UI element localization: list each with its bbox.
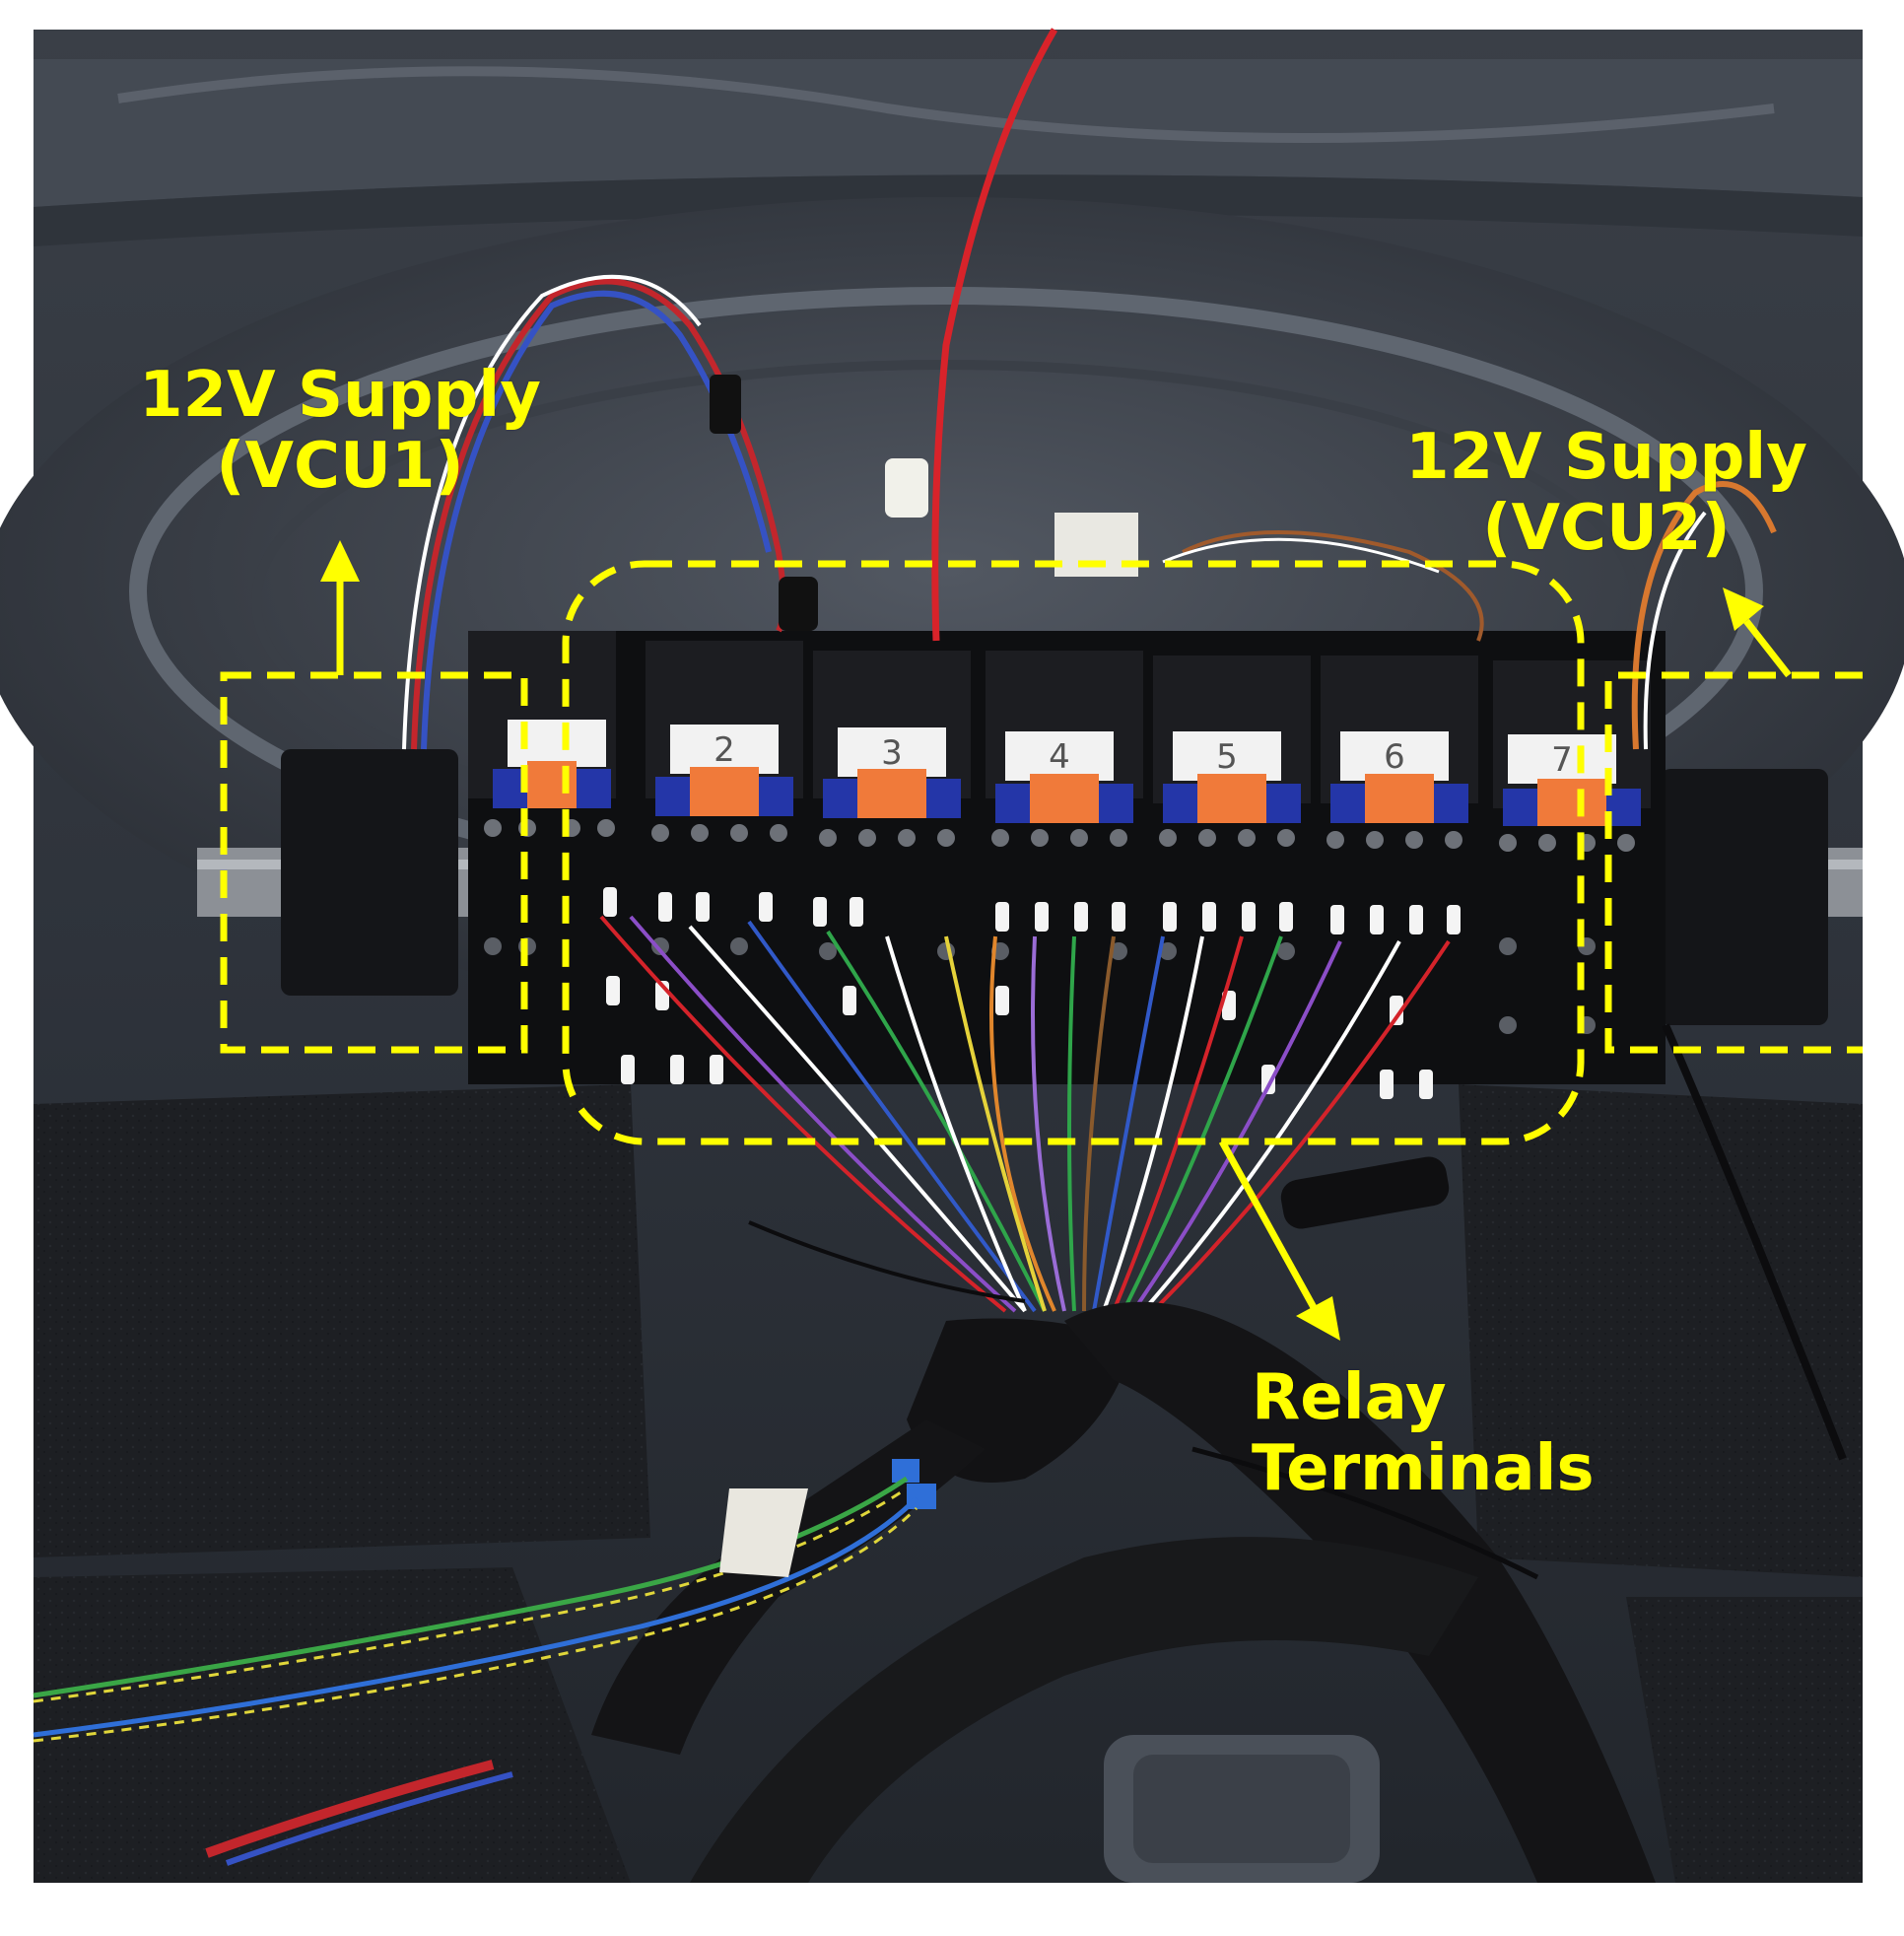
photo-content: 2 3 4 5 6 7 bbox=[0, 28, 1904, 1883]
label-vcu1-line1: 12V Supply bbox=[139, 359, 541, 432]
relay-number-3: 3 bbox=[881, 733, 903, 773]
relay-number-7: 7 bbox=[1551, 740, 1573, 780]
label-vcu2-line1: 12V Supply bbox=[1405, 421, 1807, 494]
label-12v-supply-vcu2: 12V Supply (VCU2) bbox=[1399, 422, 1813, 564]
relay-terminals-box bbox=[562, 560, 1585, 1145]
label-relay-line1: Relay bbox=[1252, 1361, 1447, 1434]
vcu2-supply-box bbox=[1604, 671, 1863, 1054]
label-relay-terminals: Relay Terminals bbox=[1252, 1362, 1606, 1504]
vcu1-supply-box bbox=[220, 671, 528, 1054]
label-relay-line2: Terminals bbox=[1252, 1432, 1595, 1505]
relay-number-2: 2 bbox=[714, 730, 735, 770]
label-vcu1-line2: (VCU1) bbox=[216, 430, 464, 503]
label-12v-supply-vcu1: 12V Supply (VCU1) bbox=[133, 360, 547, 502]
relay-number-4: 4 bbox=[1049, 737, 1070, 777]
label-vcu2-line2: (VCU2) bbox=[1482, 492, 1731, 565]
relay-number-5: 5 bbox=[1216, 737, 1238, 777]
relay-number-6: 6 bbox=[1384, 737, 1405, 777]
